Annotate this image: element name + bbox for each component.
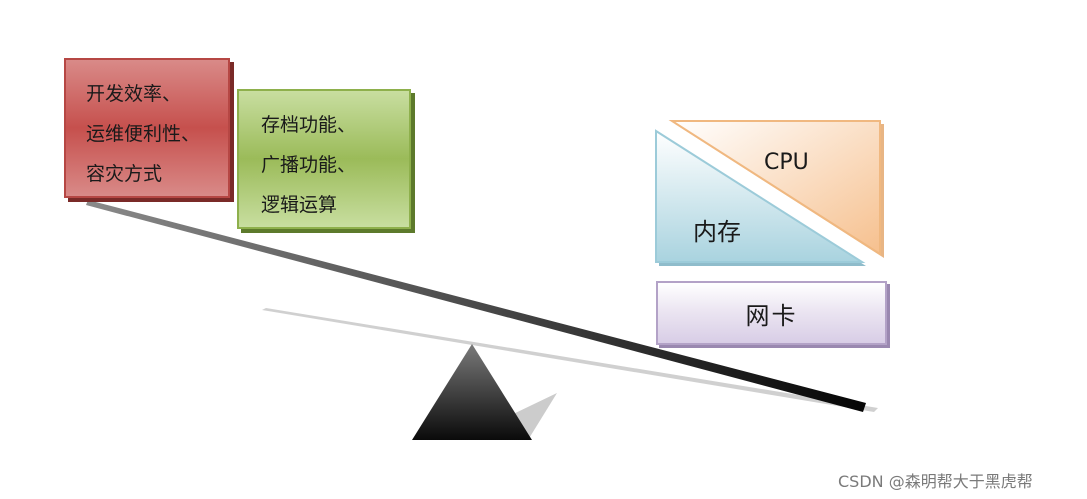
nic-box: 网卡 <box>656 281 887 345</box>
box-red-line-1: 开发效率、 <box>86 83 182 105</box>
box-green-line-2: 广播功能、 <box>261 154 357 176</box>
box-green-line-1: 存档功能、 <box>261 114 357 136</box>
seesaw-beam <box>86 200 866 412</box>
watermark: CSDN @森明帮大于黑虎帮 <box>838 472 1033 491</box>
cpu-label: CPU <box>764 150 809 175</box>
memory-label: 内存 <box>693 218 741 246</box>
cpu-triangle <box>668 120 881 256</box>
beam-shadow <box>262 308 878 412</box>
dev-efficiency-box: 开发效率、 运维便利性、 容灾方式 <box>64 58 230 198</box>
box-red-line-3: 容灾方式 <box>86 163 163 185</box>
box-red-line-2: 运维便利性、 <box>86 123 201 145</box>
memory-triangle <box>655 129 866 263</box>
box-green-line-3: 逻辑运算 <box>261 194 338 216</box>
nic-label: 网卡 <box>745 301 798 330</box>
storage-function-box: 存档功能、 广播功能、 逻辑运算 <box>237 89 411 229</box>
pivot-triangle <box>412 344 532 440</box>
